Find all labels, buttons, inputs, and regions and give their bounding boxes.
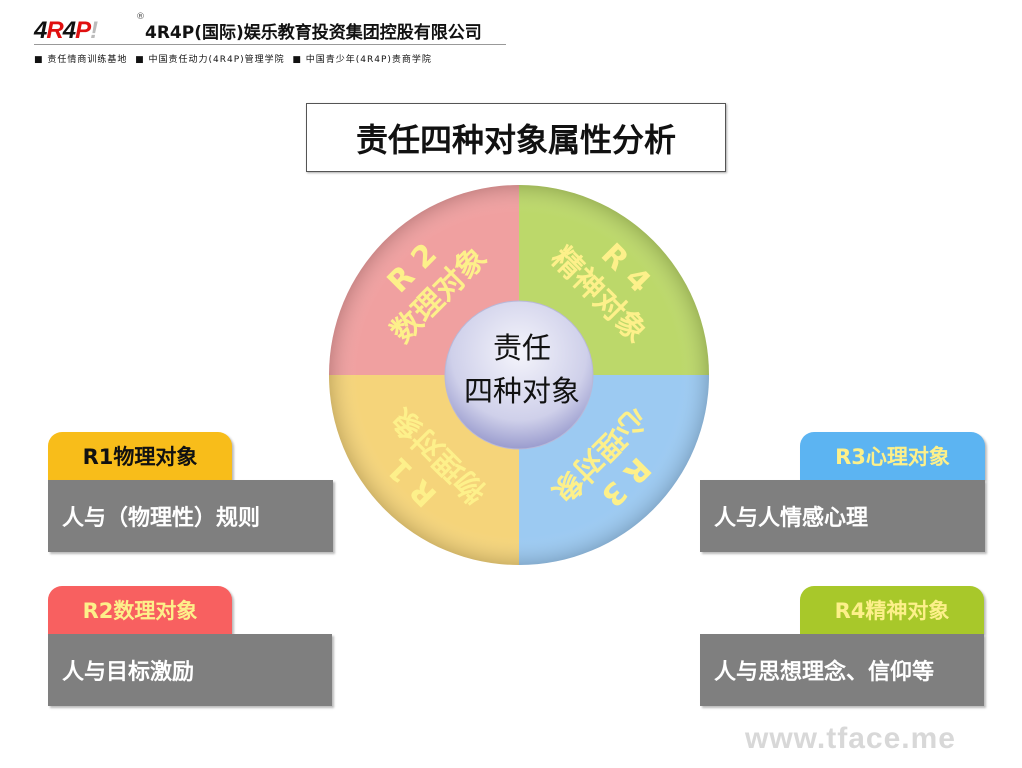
page-title: 责任四种对象属性分析 <box>306 103 726 172</box>
center-circle <box>444 300 594 450</box>
card-r2-desc: 人与目标激励 <box>48 634 332 706</box>
center-line1: 责任 <box>493 331 551 365</box>
card-r2-label: R2数理对象 <box>48 586 232 634</box>
header-subtitle: ■ 责任情商训练基地 ■ 中国责任动力(4R4P)管理学院 ■ 中国青少年(4R… <box>34 52 432 65</box>
watermark: www.tface.me <box>745 722 956 755</box>
header-divider <box>34 44 506 45</box>
card-r1-label: R1物理对象 <box>48 432 232 480</box>
subtitle-item: ■ 中国青少年(4R4P)责商学院 <box>292 55 432 65</box>
registered-mark: ® <box>136 12 145 22</box>
subtitle-item: ■ 中国责任动力(4R4P)管理学院 <box>135 55 285 65</box>
center-line2: 四种对象 <box>464 374 580 408</box>
responsibility-wheel: R 2数理对象 R 4精神对象 R 3心理对象 R 1物理对象 责任 四种对象 <box>329 185 709 565</box>
card-r1-desc: 人与（物理性）规则 <box>48 480 333 552</box>
card-r4-desc: 人与思想理念、信仰等 <box>700 634 984 706</box>
subtitle-item: ■ 责任情商训练基地 <box>34 55 128 65</box>
company-name: 4R4P(国际)娱乐教育投资集团控股有限公司 <box>145 23 482 43</box>
card-r3-label: R3心理对象 <box>800 432 985 480</box>
card-r3-desc: 人与人情感心理 <box>700 480 985 552</box>
logo: 4R4P! <box>34 17 98 44</box>
card-r4-label: R4精神对象 <box>800 586 984 634</box>
